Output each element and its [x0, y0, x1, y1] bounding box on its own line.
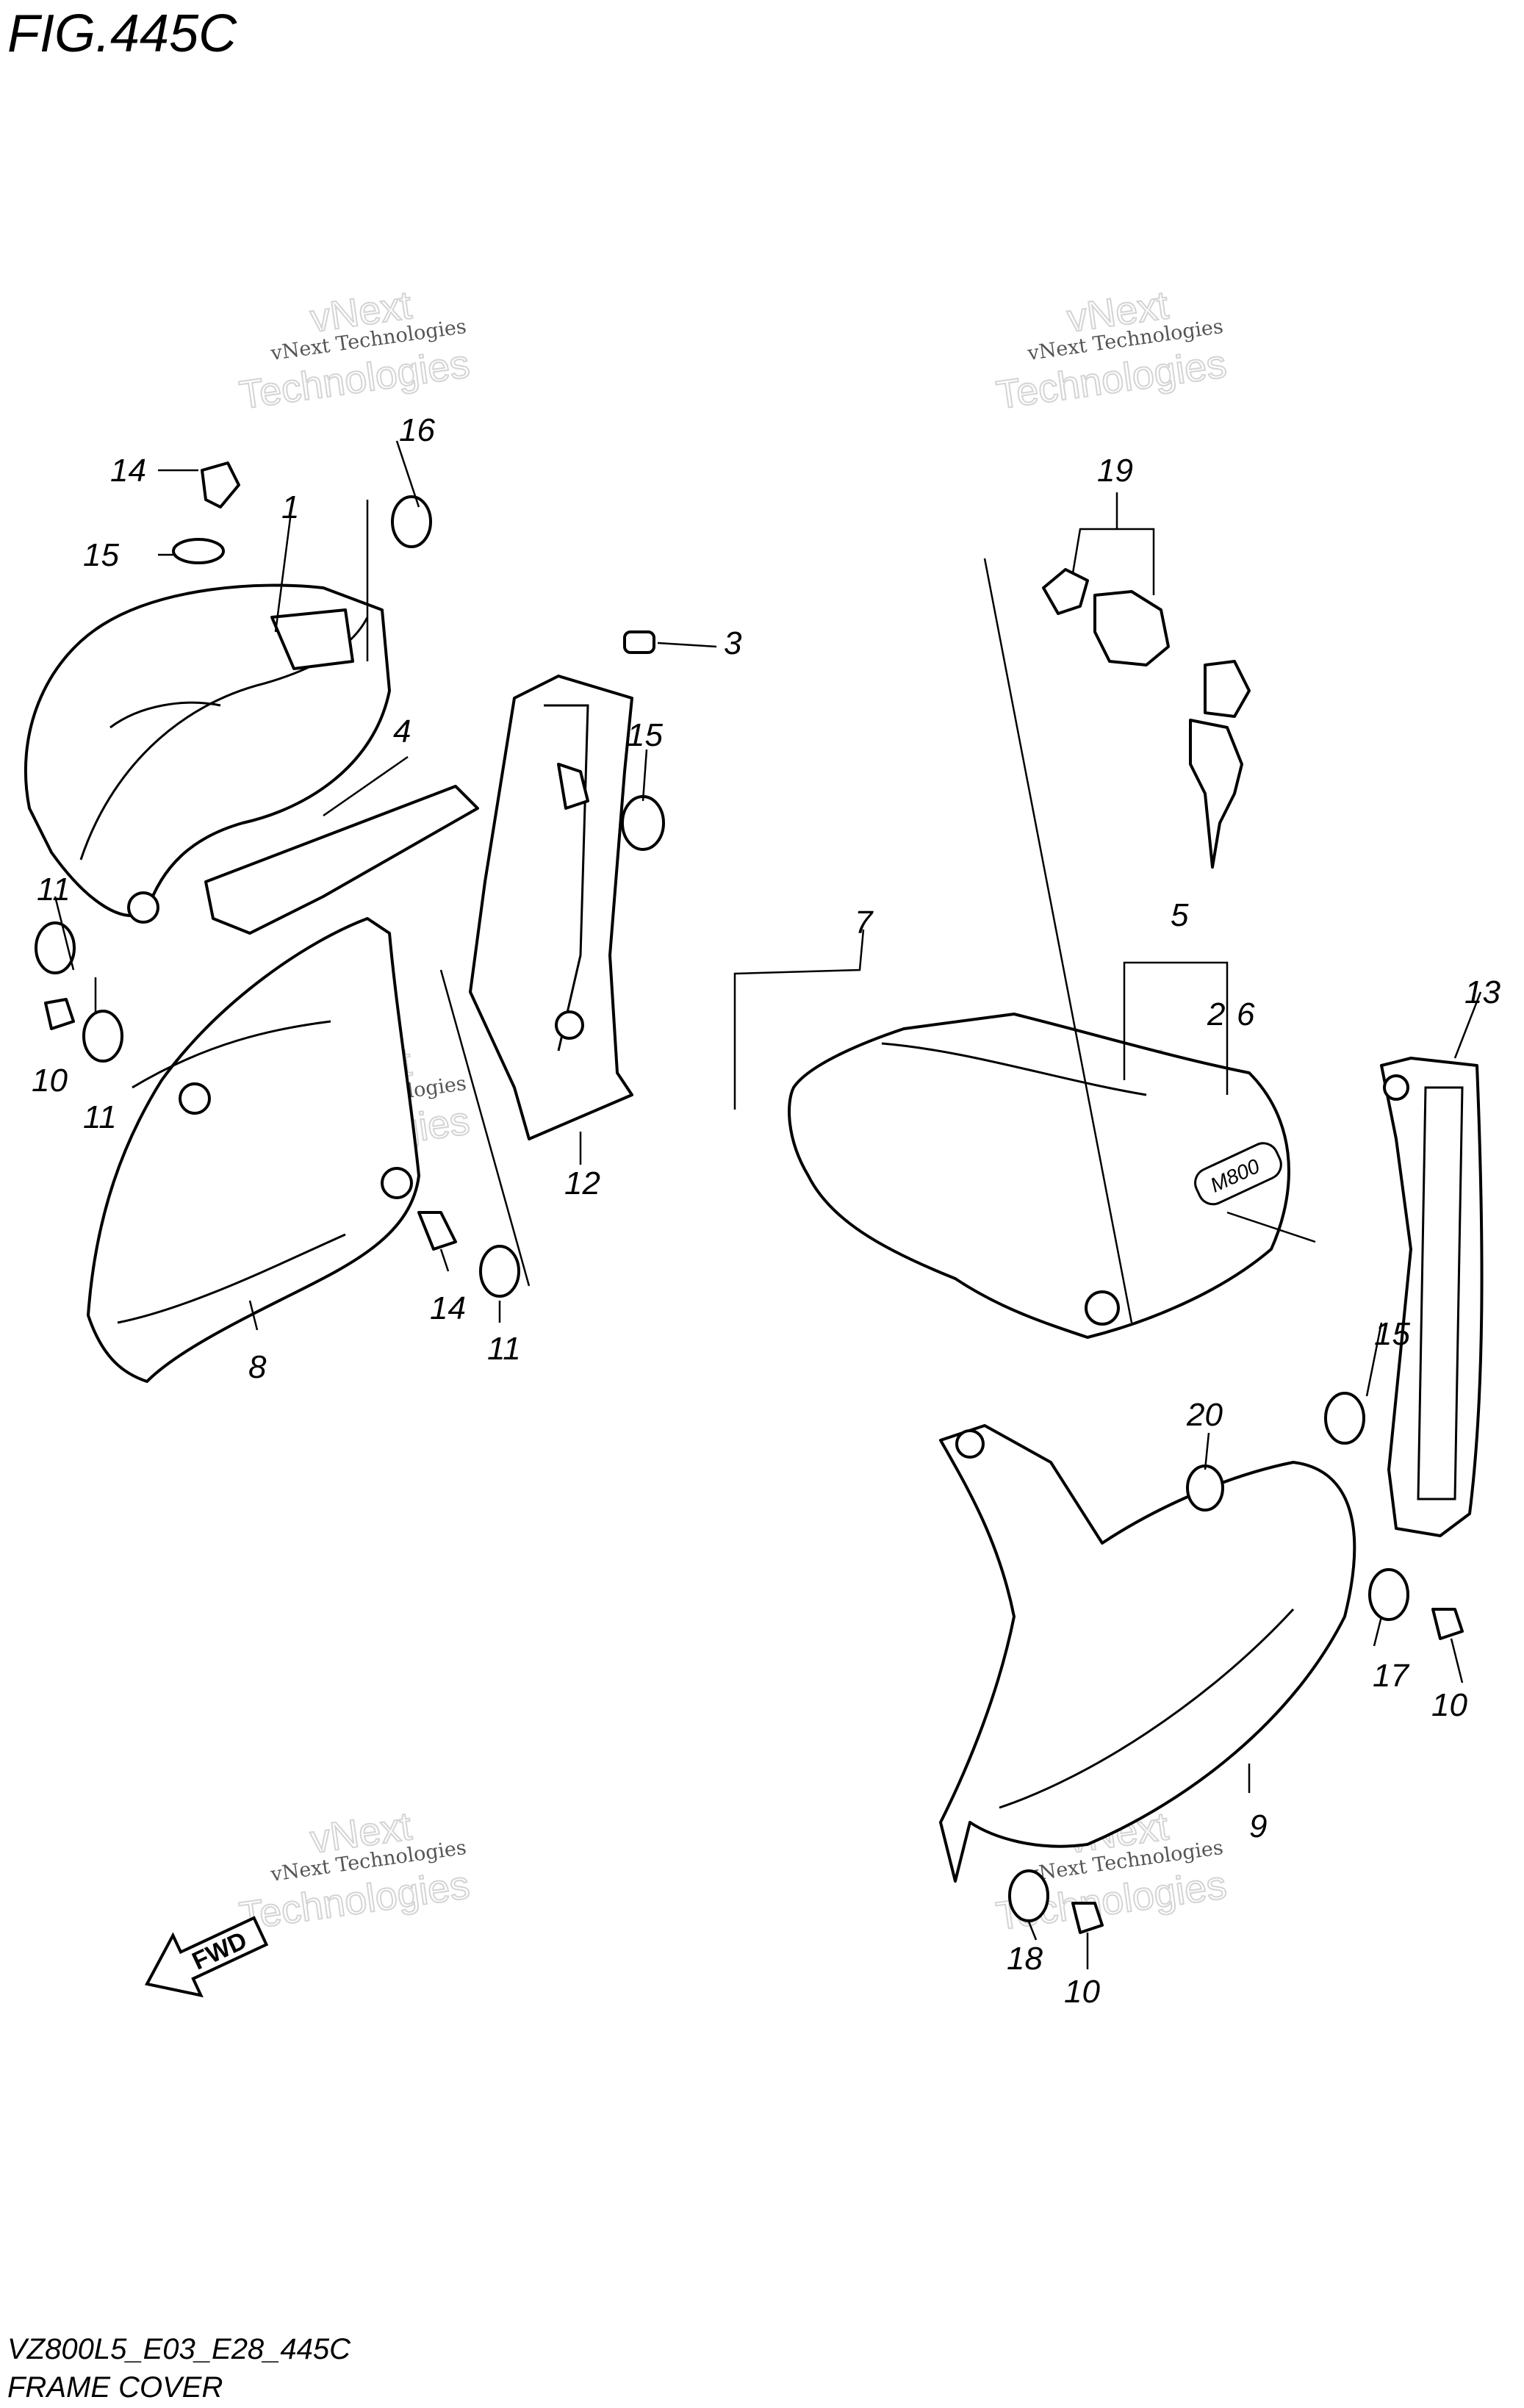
- callout-10c: 10: [1064, 1974, 1100, 2010]
- watermark: vNext Technologies vNext Technologies: [236, 282, 473, 418]
- callout-2: 2: [1207, 996, 1225, 1032]
- part-5-side-cover: M800: [788, 1013, 1290, 1339]
- callout-20: 20: [1186, 1397, 1223, 1433]
- callout-18: 18: [1007, 1941, 1043, 1977]
- part-12-vertical-cover: [469, 675, 633, 1140]
- callouts: 1 2 3 4 5 6 7 8 9 10 10 10 11 11 11 15 1…: [32, 412, 1500, 2010]
- screw-14a: [201, 461, 240, 508]
- callout-4: 4: [393, 714, 411, 750]
- fwd-arrow: FWD: [144, 1916, 269, 1998]
- leader-lines: [54, 440, 1482, 1969]
- callout-9: 9: [1249, 1808, 1267, 1844]
- callout-19: 19: [1097, 453, 1133, 489]
- watermark: vNext Technologies vNext Technologies: [236, 1803, 473, 1939]
- part-19-key-set: [1042, 568, 1251, 869]
- hardware-group: [35, 461, 1464, 1934]
- callout-11a: 11: [37, 871, 71, 908]
- callout-14b: 14: [430, 1290, 466, 1326]
- callout-15a: 15: [83, 537, 119, 573]
- model-code: VZ800L5_E03_E28_445C: [7, 2333, 351, 2365]
- grommet-15b: [621, 795, 665, 851]
- callout-16: 16: [399, 412, 435, 448]
- screw-14b: [417, 1211, 457, 1251]
- screw-10c: [1071, 1902, 1104, 1934]
- screw-10a: [44, 998, 75, 1030]
- screw-10b: [1431, 1608, 1464, 1640]
- callout-17: 17: [1373, 1658, 1409, 1694]
- grommet-15c: [1324, 1392, 1365, 1445]
- part-8-lower-side-cover: [87, 917, 420, 1383]
- callout-14a: 14: [110, 453, 146, 489]
- grommet-18: [1008, 1869, 1049, 1922]
- watermark: vNext Technologies vNext Technologies: [993, 282, 1230, 418]
- callout-11c: 11: [487, 1331, 521, 1367]
- part-13-rear-trim: [1380, 1057, 1484, 1537]
- part-1-upper-cover: [24, 583, 391, 924]
- part-9-lower-right-cover: [939, 1424, 1356, 1883]
- section-name: FRAME COVER: [7, 2371, 223, 2404]
- callout-10b: 10: [1431, 1687, 1467, 1723]
- grommet-15a: [172, 538, 225, 564]
- callout-3: 3: [724, 625, 742, 661]
- grommet-16: [391, 495, 432, 548]
- grommet-20: [1186, 1464, 1224, 1512]
- callout-6: 6: [1237, 996, 1255, 1032]
- grommet-11c: [479, 1245, 520, 1298]
- grommet-11b: [82, 1010, 123, 1063]
- callout-8: 8: [248, 1349, 267, 1385]
- callout-7: 7: [855, 905, 874, 941]
- bushing-3: [623, 630, 655, 654]
- callout-13: 13: [1464, 974, 1500, 1010]
- part-4-bracket: [204, 785, 479, 935]
- grommet-17: [1368, 1568, 1409, 1621]
- callout-5: 5: [1171, 897, 1189, 933]
- callout-11b: 11: [83, 1099, 117, 1135]
- emblem: M800: [1194, 1142, 1282, 1206]
- callout-15c-alt: 15: [1374, 1316, 1410, 1352]
- callout-1: 1: [281, 489, 299, 525]
- figure-title: FIG.445C: [7, 4, 237, 63]
- callout-10a: 10: [32, 1063, 68, 1099]
- callout-15b: 15: [627, 717, 663, 753]
- callout-12: 12: [564, 1165, 600, 1201]
